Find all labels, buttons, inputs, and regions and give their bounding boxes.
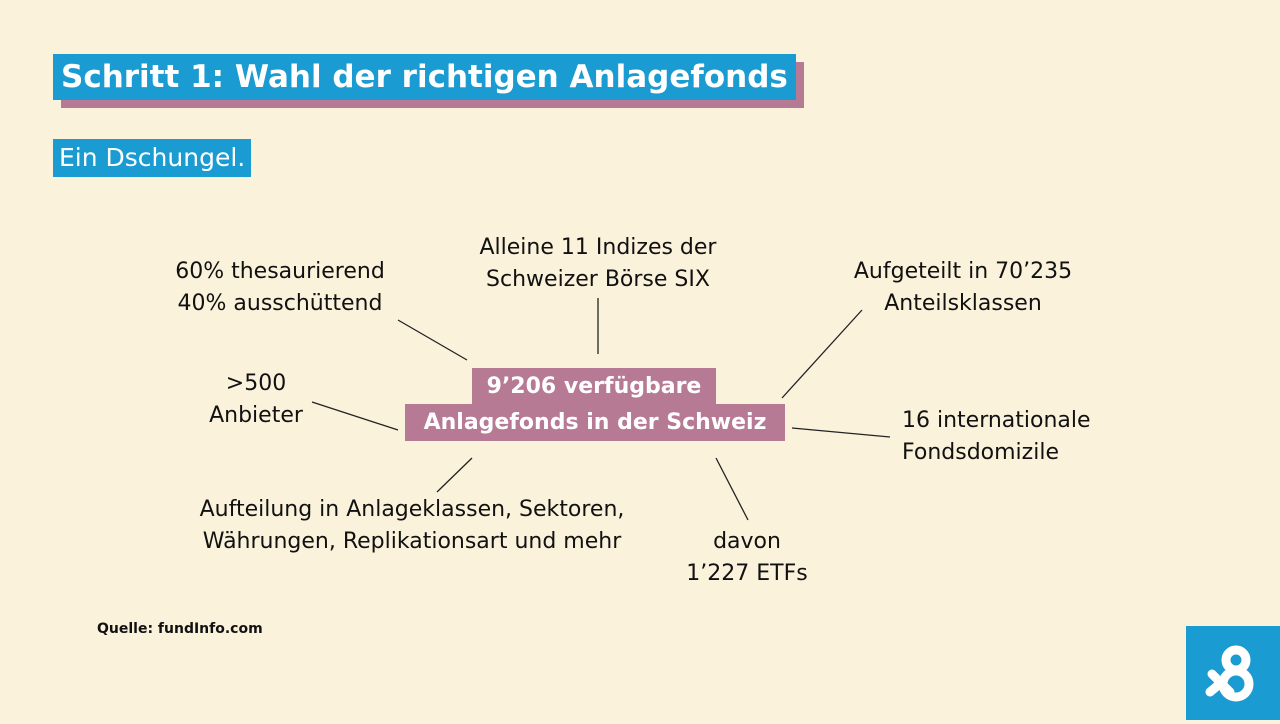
connector-thesaurierend (397, 319, 468, 361)
node-anteilsklassen: Aufgeteilt in 70’235 Anteilsklassen (830, 256, 1096, 320)
connector-domizile (791, 427, 891, 438)
page-title-block: Schritt 1: Wahl der richtigen Anlagefond… (53, 54, 804, 108)
node-anbieter: >500 Anbieter (196, 368, 316, 432)
node-domizile-line1: 16 internationale (902, 408, 1091, 433)
connector-anteilsklassen (781, 309, 863, 399)
node-anteilsklassen-line1: Aufgeteilt in 70’235 (853, 259, 1073, 284)
node-aufteilung-line1: Aufteilung in Anlageklassen, Sektoren, (199, 497, 625, 522)
node-aufteilung-line2: Währungen, Replikationsart und mehr (202, 529, 622, 554)
page-title: Schritt 1: Wahl der richtigen Anlagefond… (53, 54, 796, 100)
node-anteilsklassen-line2: Anteilsklassen (884, 291, 1042, 316)
node-thesaurierend: 60% thesaurierend 40% ausschüttend (160, 256, 400, 320)
brand-logo (1186, 626, 1280, 720)
node-domizile: 16 internationale Fondsdomizile (902, 405, 1112, 469)
connector-etfs (715, 457, 749, 521)
node-aufteilung: Aufteilung in Anlageklassen, Sektoren, W… (172, 494, 652, 558)
node-etfs-line2: 1’227 ETFs (686, 561, 808, 586)
node-thesaurierend-line1: 60% thesaurierend (175, 259, 385, 284)
connector-aufteilung (436, 457, 473, 493)
connector-anbieter (311, 401, 399, 431)
node-anbieter-line2: Anbieter (209, 403, 303, 428)
source-note: Quelle: fundInfo.com (97, 621, 263, 637)
node-domizile-line2: Fondsdomizile (902, 440, 1059, 465)
node-thesaurierend-line2: 40% ausschüttend (177, 291, 383, 316)
ampersand-logo-icon (1205, 645, 1254, 702)
node-indizes-line1: Alleine 11 Indizes der (479, 235, 717, 260)
node-indizes-line2: Schweizer Börse SIX (486, 267, 710, 292)
node-etfs-line1: davon (713, 529, 781, 554)
node-etfs: davon 1’227 ETFs (672, 526, 822, 590)
page-subtitle: Ein Dschungel. (53, 139, 252, 177)
node-anbieter-line1: >500 (225, 371, 287, 396)
node-indizes: Alleine 11 Indizes der Schweizer Börse S… (470, 232, 726, 296)
